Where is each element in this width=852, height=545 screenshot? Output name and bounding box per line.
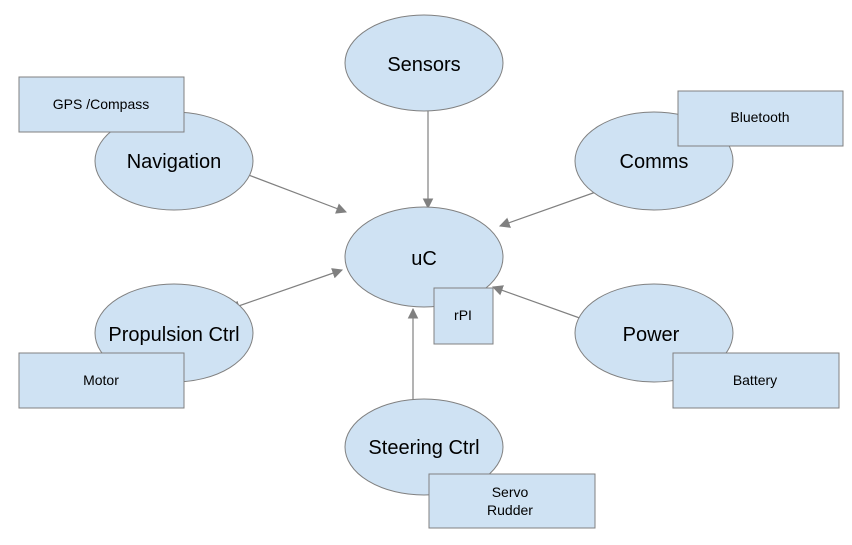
motor-box: Motor <box>18 352 185 409</box>
arrow-uc-navigation <box>236 169 348 214</box>
bluetooth-label: Bluetooth <box>730 109 789 125</box>
battery-box: Battery <box>672 352 840 409</box>
servo-label: Servo <box>492 484 529 500</box>
rpi-label: rPI <box>454 307 472 323</box>
arrow-uc-propulsion <box>228 268 344 311</box>
steering-label: Steering Ctrl <box>368 437 479 459</box>
arrow-uc-comms <box>498 185 612 228</box>
sensors-node: Sensors <box>344 14 504 112</box>
servo-rudder-box: Servo Rudder <box>428 473 596 529</box>
gps-compass-box: GPS /Compass <box>18 76 185 133</box>
connectors <box>228 90 612 428</box>
bluetooth-box: Bluetooth <box>677 90 844 147</box>
uc-label: uC <box>411 248 437 270</box>
comms-label: Comms <box>620 151 689 173</box>
motor-label: Motor <box>83 372 119 388</box>
rpi-box: rPI <box>433 287 494 345</box>
sensors-label: Sensors <box>387 54 460 76</box>
steering-node: Steering Ctrl <box>344 398 504 496</box>
navigation-label: Navigation <box>127 151 222 173</box>
rudder-label: Rudder <box>487 502 533 518</box>
power-label: Power <box>623 324 680 346</box>
navigation-node: Navigation <box>94 111 254 211</box>
propulsion-label: Propulsion Ctrl <box>108 324 239 346</box>
uc-node: uC <box>344 206 504 308</box>
battery-label: Battery <box>733 372 777 388</box>
gps-compass-label: GPS /Compass <box>53 96 149 112</box>
